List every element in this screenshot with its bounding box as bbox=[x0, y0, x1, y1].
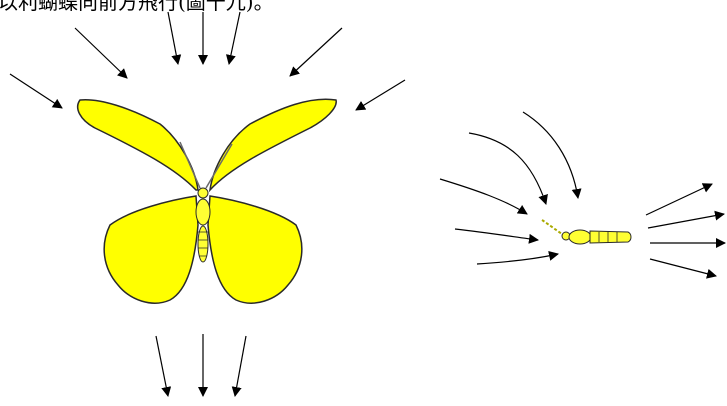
arrow-top-left-2 bbox=[75, 28, 127, 78]
butterfly-front-view-icon bbox=[78, 99, 337, 303]
front-view-downward-arrows bbox=[156, 334, 246, 396]
arrow-side-out-1 bbox=[646, 184, 712, 215]
side-wing-fringe bbox=[542, 220, 562, 234]
lower-left-wing bbox=[104, 196, 198, 303]
upper-left-wing bbox=[78, 100, 198, 190]
arrow-bottom-3 bbox=[235, 336, 246, 396]
arrow-side-in-1 bbox=[523, 112, 578, 198]
arrow-top-left bbox=[10, 74, 62, 108]
arrow-top-right bbox=[356, 80, 405, 110]
side-abdomen bbox=[590, 231, 631, 243]
butterfly-abdomen bbox=[198, 226, 208, 262]
arrow-bottom-1 bbox=[156, 336, 168, 396]
arrow-side-in-2 bbox=[469, 133, 546, 204]
arrow-side-out-4 bbox=[650, 259, 716, 276]
butterfly-thorax bbox=[196, 199, 210, 225]
arrow-top-3 bbox=[229, 12, 240, 64]
arrow-side-out-2 bbox=[648, 214, 724, 228]
butterfly-side-view-icon bbox=[542, 220, 631, 244]
side-thorax bbox=[569, 230, 591, 244]
lower-right-wing bbox=[208, 196, 302, 303]
side-view-outgoing-arrows bbox=[646, 184, 725, 276]
arrow-side-in-3 bbox=[440, 179, 527, 214]
arrow-side-in-5 bbox=[477, 254, 558, 264]
butterfly-head bbox=[198, 188, 208, 198]
arrow-top-right-2 bbox=[290, 28, 342, 76]
arrow-side-in-4 bbox=[455, 229, 538, 240]
front-view-incoming-arrows bbox=[10, 12, 405, 110]
side-view-incoming-arrows bbox=[440, 112, 578, 264]
arrow-top-1 bbox=[168, 12, 178, 64]
upper-right-wing bbox=[210, 99, 336, 190]
